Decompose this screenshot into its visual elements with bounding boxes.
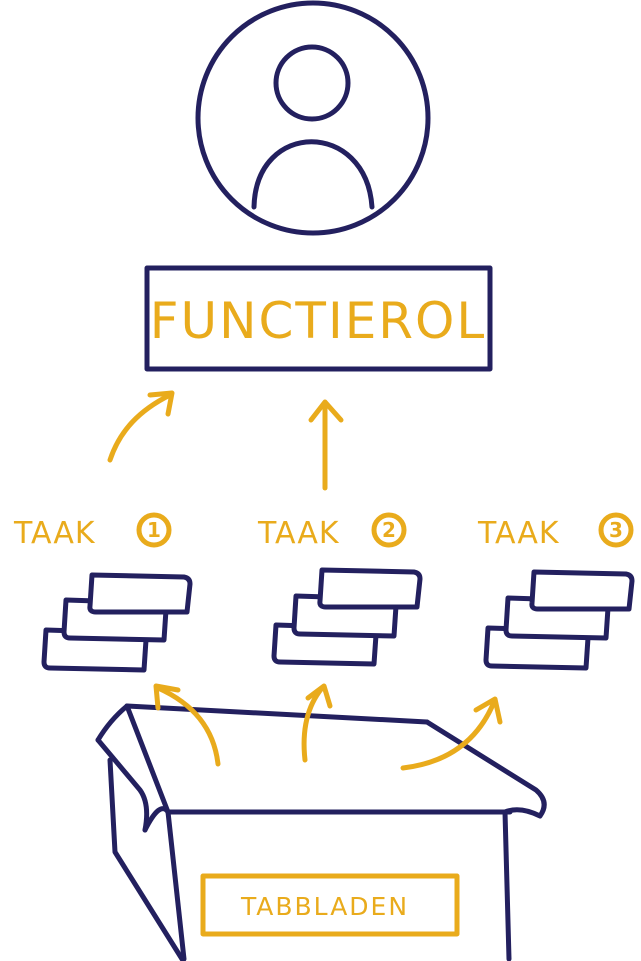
tab-cards-task-1: [41, 572, 193, 673]
arrow-box-to-task-1: [153, 683, 221, 767]
task-1-text: TAAK: [13, 516, 96, 551]
arrow-task2-to-role: [308, 399, 344, 491]
task-2-label: TAAK 2: [257, 512, 407, 551]
tab-cards-task-2: [271, 567, 423, 667]
task-2-text: TAAK: [257, 516, 340, 551]
task-3-text: TAAK: [477, 516, 560, 551]
task-3-number: 3: [609, 518, 623, 542]
tab-cards-task-3: [483, 569, 635, 671]
box-icon: TABBLADEN: [95, 703, 547, 961]
arrow-task1-to-role: [107, 390, 175, 463]
user-icon: [195, 0, 431, 236]
task-1-number: 1: [147, 518, 161, 542]
role-label: FUNCTIEROL: [150, 292, 487, 350]
task-1-label: TAAK 1: [13, 512, 172, 551]
arrow-box-to-task-3: [400, 696, 503, 771]
task-3-label: TAAK 3: [477, 512, 634, 551]
arrow-box-to-task-2: [301, 683, 333, 763]
task-2-number: 2: [382, 518, 396, 542]
role-box: FUNCTIEROL: [144, 265, 493, 372]
box-label: TABBLADEN: [240, 892, 409, 921]
